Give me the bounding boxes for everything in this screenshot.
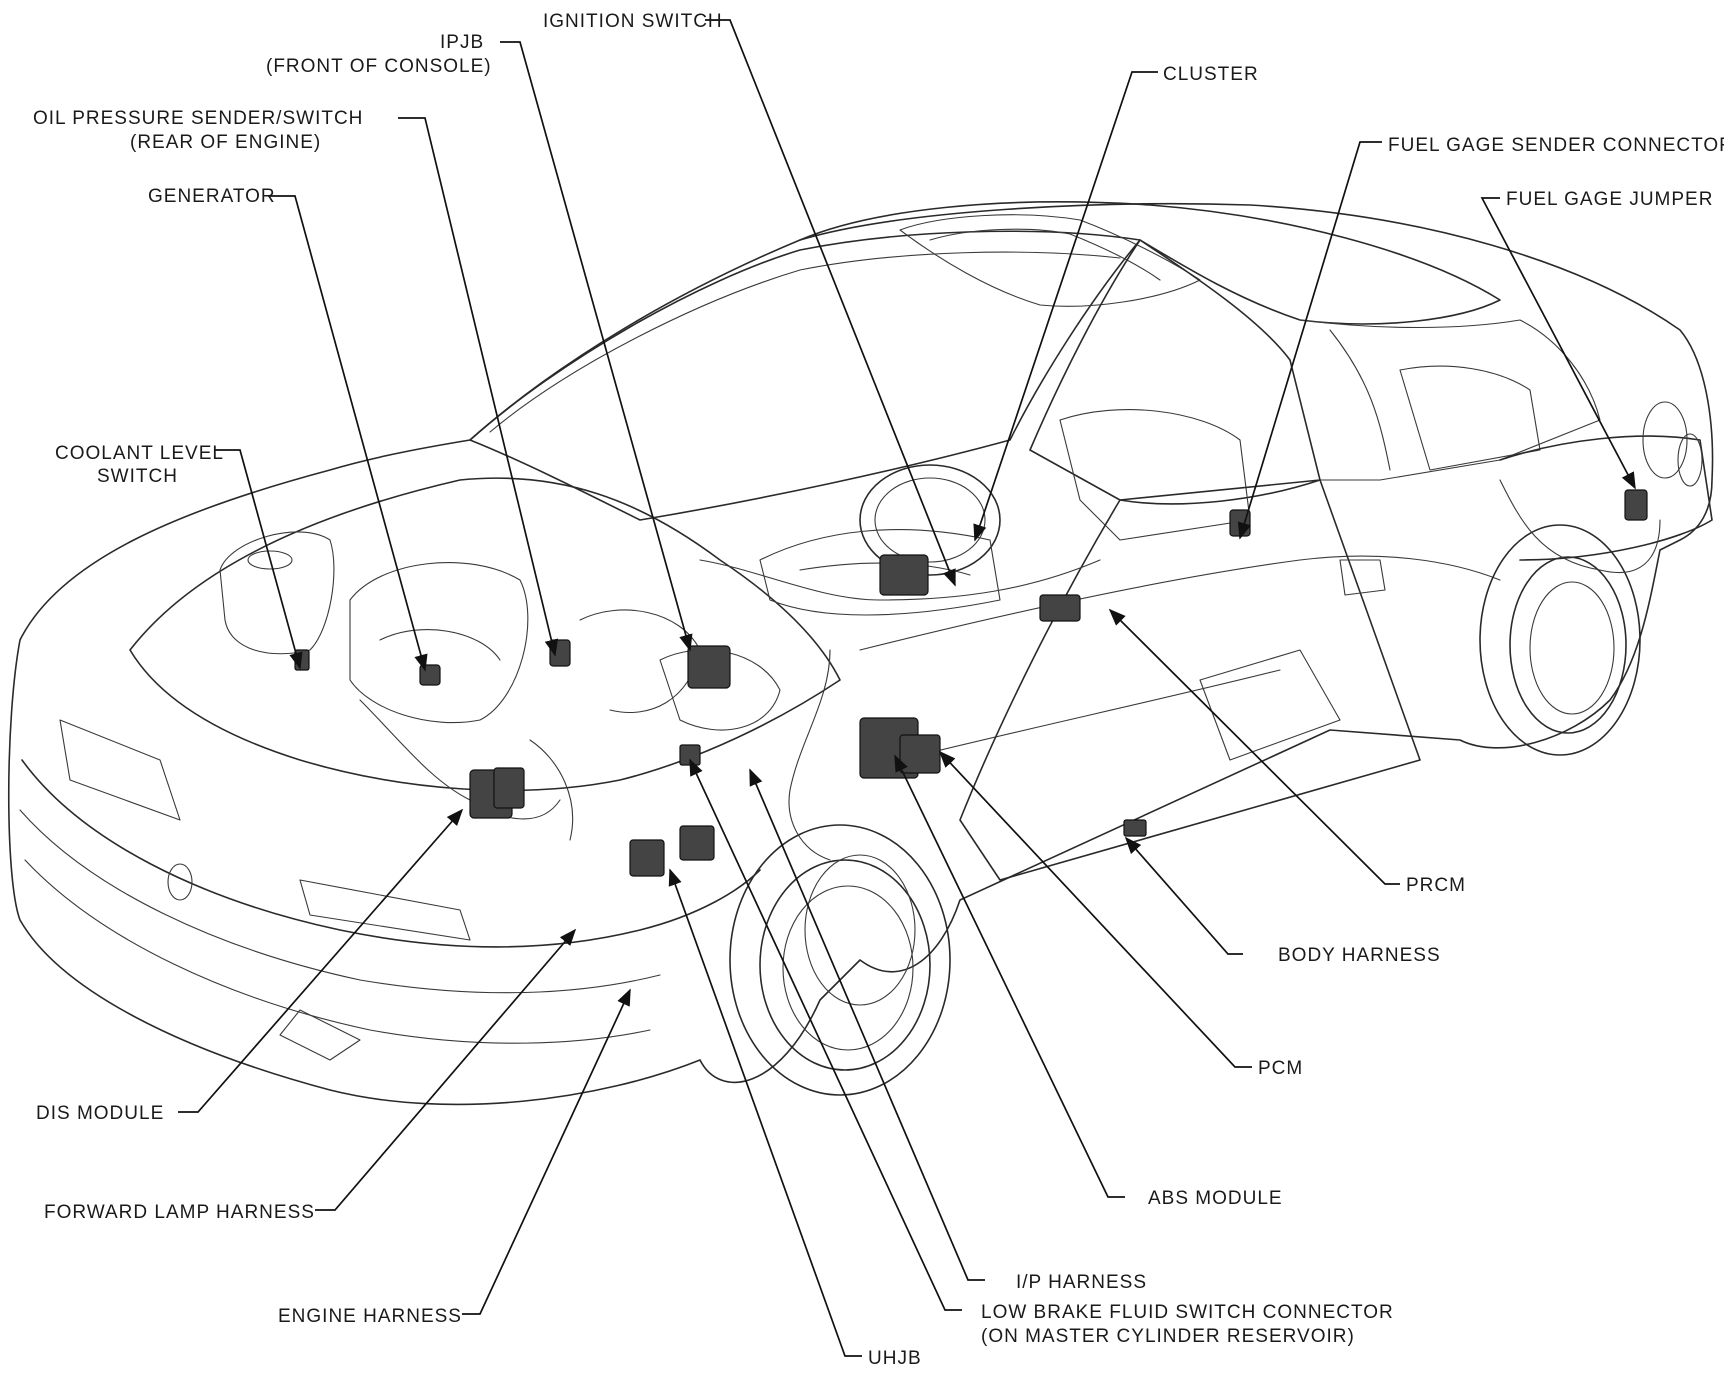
label-oil-pressure-sender: OIL PRESSURE SENDER/SWITCH	[33, 108, 363, 129]
label-ipjb-note: (FRONT OF CONSOLE)	[266, 56, 492, 77]
label-fuel-gage-jumper: FUEL GAGE JUMPER	[1506, 189, 1713, 210]
callout-labels: IGNITION SWITCH IPJB (FRONT OF CONSOLE) …	[33, 11, 1724, 1369]
label-ip-harness: I/P HARNESS	[1016, 1272, 1147, 1293]
label-low-brake-fluid-switch-note: (ON MASTER CYLINDER RESERVOIR)	[981, 1326, 1355, 1347]
label-ignition-switch: IGNITION SWITCH	[543, 11, 723, 32]
label-ipjb: IPJB	[440, 32, 484, 53]
engine-bay-outline	[129, 477, 841, 792]
front-wheel	[729, 824, 951, 1096]
roof	[799, 201, 1501, 325]
label-generator: GENERATOR	[148, 186, 276, 207]
components	[294, 489, 1648, 877]
label-oil-pressure-sender-note: (REAR OF ENGINE)	[130, 132, 321, 153]
label-body-harness: BODY HARNESS	[1278, 945, 1441, 966]
label-coolant-level-switch-line1: COOLANT LEVEL	[55, 443, 224, 464]
label-low-brake-fluid-switch-connector: LOW BRAKE FLUID SWITCH CONNECTOR	[981, 1302, 1394, 1323]
label-dis-module: DIS MODULE	[36, 1103, 164, 1124]
label-prcm: PRCM	[1406, 875, 1466, 896]
steering-wheel	[859, 464, 1001, 576]
label-engine-harness: ENGINE HARNESS	[278, 1306, 462, 1327]
car-illustration	[7, 201, 1714, 1106]
door	[959, 479, 1421, 881]
sunroof	[899, 214, 1201, 307]
car-body-outline	[7, 202, 1714, 1106]
label-uhjb: UHJB	[868, 1348, 922, 1369]
label-cluster: CLUSTER	[1163, 64, 1259, 85]
front-bumper	[21, 759, 761, 948]
rear-wheel	[1479, 524, 1641, 756]
leader-lines	[178, 19, 1636, 1357]
label-pcm: PCM	[1258, 1058, 1303, 1079]
label-forward-lamp-harness: FORWARD LAMP HARNESS	[44, 1202, 315, 1223]
windshield	[469, 230, 1141, 521]
label-abs-module: ABS MODULE	[1148, 1188, 1283, 1209]
label-fuel-gage-sender-connector: FUEL GAGE SENDER CONNECTOR	[1388, 135, 1724, 156]
label-coolant-level-switch-line2: SWITCH	[97, 466, 178, 487]
